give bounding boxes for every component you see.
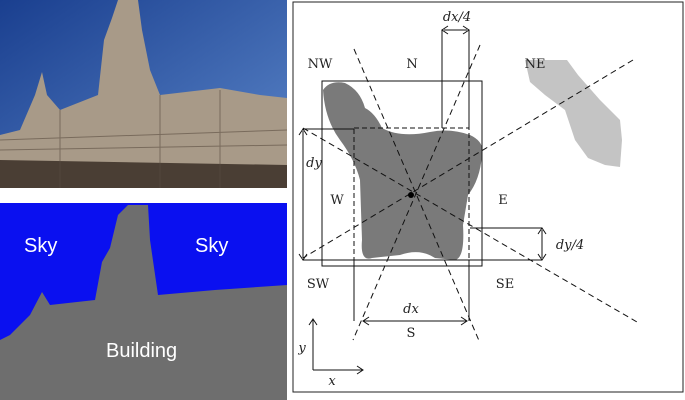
label-dy: dy [306, 156, 322, 171]
spatial-relation-diagram: NW N NE W E SW SE S dx dx/4 dy dy/4 y x [292, 1, 684, 393]
label-dx: dx [403, 302, 419, 317]
label-e: E [498, 193, 508, 208]
reference-object-ne [525, 60, 622, 167]
bounding-box [321, 80, 483, 267]
label-s: S [407, 326, 416, 341]
direction-lines [302, 44, 638, 344]
label-sky-left: Sky [24, 235, 57, 257]
label-x-axis: x [328, 374, 336, 389]
label-nw: NW [308, 57, 333, 72]
label-se: SE [496, 277, 514, 292]
label-w: W [330, 193, 344, 208]
segmentation-map: Sky Sky Building [0, 203, 287, 400]
label-building: Building [106, 340, 177, 362]
label-sky-right: Sky [195, 235, 228, 257]
centroid-marker [408, 192, 414, 198]
label-dx4: dx/4 [443, 10, 471, 25]
building-photo [0, 0, 288, 188]
label-dy4: dy/4 [556, 238, 584, 253]
label-sw: SW [307, 277, 330, 292]
label-n: N [406, 57, 417, 72]
target-object [323, 82, 483, 260]
label-y-axis: y [297, 341, 306, 356]
building-region [0, 205, 287, 400]
label-ne: NE [525, 57, 546, 72]
